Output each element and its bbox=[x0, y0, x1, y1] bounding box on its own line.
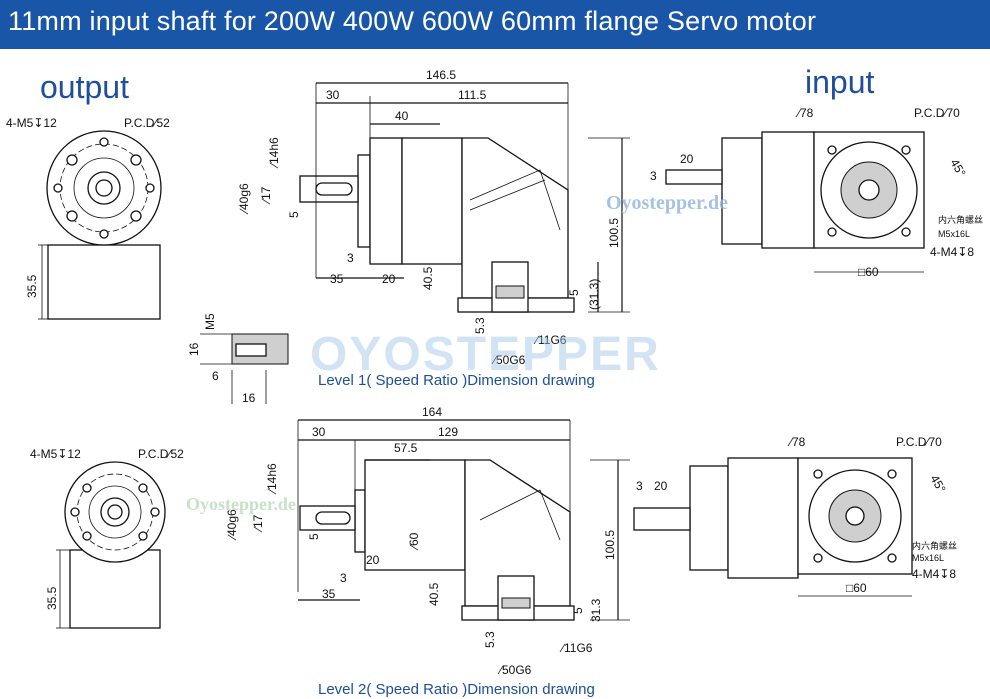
side-view-1 bbox=[299, 82, 630, 313]
l2-dim-50: ∕50G6 bbox=[497, 663, 532, 677]
l1-dim-3: 3 bbox=[347, 251, 354, 265]
l2-dim-35: 35 bbox=[322, 587, 336, 601]
l1-dim-35: 35 bbox=[330, 272, 344, 286]
l2-in-square: □60 bbox=[846, 581, 867, 595]
input-view-2 bbox=[633, 457, 913, 597]
key-m5: M5 bbox=[203, 313, 217, 330]
l1-in-square: □60 bbox=[858, 265, 879, 279]
l2-dim-100-5: 100.5 bbox=[603, 530, 617, 560]
l1-out-holes: 4-M5↧12 bbox=[6, 116, 57, 130]
l1-in-20: 20 bbox=[680, 152, 694, 166]
l2-dim-57-5: 57.5 bbox=[394, 441, 418, 455]
l1-dim-5b: 5 bbox=[567, 289, 581, 296]
l2-dim-30: 30 bbox=[312, 425, 326, 439]
side-view-2 bbox=[297, 419, 630, 621]
caption-level-2: Level 2( Speed Ratio )Dimension drawing bbox=[318, 681, 595, 698]
output-label: output bbox=[40, 69, 129, 105]
l1-dim-5: 5 bbox=[287, 211, 301, 218]
l1-dim-40g: ∕40g6 bbox=[237, 183, 251, 215]
watermark-2: Oyostepper.de bbox=[186, 494, 296, 514]
l1-dim-14: ∕14h6 bbox=[267, 137, 281, 169]
key-16b: 16 bbox=[242, 391, 256, 405]
l1-in-screw: M5x16L bbox=[938, 229, 970, 239]
l2-out-height: 35.5 bbox=[45, 586, 59, 610]
l2-in-d78: ∕78 bbox=[787, 435, 806, 449]
l2-dim-5: 5 bbox=[307, 533, 321, 540]
l1-dim-31-3: (31.3) bbox=[587, 279, 601, 310]
l2-dim-40g: ∕40g6 bbox=[225, 509, 239, 541]
l2-total-length: 164 bbox=[422, 405, 442, 419]
caption-level-1: Level 1( Speed Ratio )Dimension drawing bbox=[318, 372, 595, 389]
l1-dim-50: ∕50G6 bbox=[491, 353, 526, 367]
l2-dim-3: 3 bbox=[340, 571, 347, 585]
l1-out-pcd: P.C.D∕52 bbox=[124, 116, 170, 130]
l2-out-holes: 4-M5↧12 bbox=[30, 447, 81, 461]
key-16: 16 bbox=[187, 342, 201, 356]
l1-total-length: 146.5 bbox=[426, 68, 456, 82]
l1-dim-17: ∕17 bbox=[259, 186, 273, 205]
input-view-1 bbox=[665, 131, 925, 273]
page-title: 11mm input shaft for 200W 400W 600W 60mm… bbox=[8, 6, 817, 36]
l1-dim-100-5: 100.5 bbox=[607, 218, 621, 248]
l2-dim-11: ∕11G6 bbox=[559, 641, 593, 655]
l2-out-pcd: P.C.D∕52 bbox=[138, 447, 184, 461]
l2-in-screw-cn: 内六角螺丝 bbox=[912, 540, 957, 551]
l1-in-3: 3 bbox=[650, 169, 657, 183]
l2-in-holes: 4-M4↧8 bbox=[912, 567, 956, 581]
l2-in-20: 20 bbox=[654, 479, 668, 493]
l2-in-3: 3 bbox=[636, 479, 643, 493]
l1-dim-11: ∕11G6 bbox=[533, 333, 567, 347]
l1-dim-40-5: 40.5 bbox=[421, 266, 435, 290]
watermark-logo: OYOSTEPPER bbox=[310, 328, 661, 381]
title-banner: 11mm input shaft for 200W 400W 600W 60mm… bbox=[0, 0, 990, 49]
l2-dim-40-5: 40.5 bbox=[427, 582, 441, 606]
output-face-view-1 bbox=[38, 130, 162, 320]
l2-in-pcd: P.C.D∕70 bbox=[896, 435, 942, 449]
l1-in-pcd: P.C.D∕70 bbox=[914, 106, 960, 120]
l1-out-height: 35.5 bbox=[25, 274, 39, 298]
l1-dim-111: 111.5 bbox=[458, 88, 487, 102]
l2-dim-31-3: 31.3 bbox=[589, 598, 603, 622]
key-detail bbox=[200, 333, 289, 404]
key-6: 6 bbox=[212, 369, 219, 383]
output-face-view-2 bbox=[56, 461, 166, 629]
l2-dim-60: ∕60 bbox=[407, 532, 421, 551]
l1-in-d78: ∕78 bbox=[795, 106, 814, 120]
l1-in-45: 45° bbox=[947, 157, 968, 180]
l1-dim-5-3: 5.3 bbox=[473, 317, 487, 334]
l2-dim-5-3: 5.3 bbox=[483, 631, 497, 648]
l1-in-holes: 4-M4↧8 bbox=[930, 245, 974, 259]
l1-dim-30: 30 bbox=[326, 88, 340, 102]
l2-dim-5b: 5 bbox=[571, 607, 585, 614]
watermark-1: Oyostepper.de bbox=[606, 192, 728, 214]
l2-dim-14: ∕14h6 bbox=[265, 463, 279, 495]
l2-dim-129: 129 bbox=[438, 425, 458, 439]
l1-in-screw-cn: 内六角螺丝 bbox=[938, 214, 983, 225]
input-label: input bbox=[805, 64, 875, 100]
l1-dim-40: 40 bbox=[395, 109, 409, 123]
l2-dim-17: ∕17 bbox=[251, 514, 265, 533]
l2-in-45: 45° bbox=[927, 473, 948, 496]
l2-in-screw: M5x16L bbox=[912, 553, 944, 563]
l1-dim-20: 20 bbox=[382, 272, 396, 286]
l2-dim-20: 20 bbox=[366, 553, 380, 567]
